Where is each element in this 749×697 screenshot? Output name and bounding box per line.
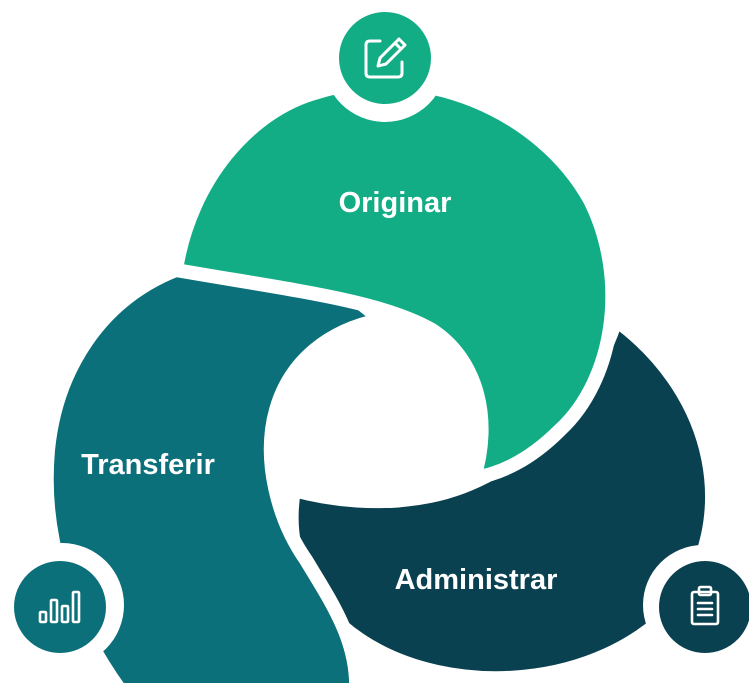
- segment-administrar-label: Administrar: [395, 564, 558, 596]
- center-hole: [302, 332, 478, 508]
- originar-badge-fill: [339, 12, 431, 104]
- segment-transferir-label: Transferir: [81, 449, 215, 481]
- administrar-icon-badge: [643, 545, 749, 665]
- segment-originar: Originar: [168, 75, 620, 487]
- segment-transferir-shape: [39, 255, 395, 697]
- bar-chart-icon: [38, 590, 81, 624]
- clipboard-icon: [690, 585, 720, 626]
- transferir-icon-badge: [0, 543, 124, 667]
- segment-transferir: Transferir: [39, 255, 395, 697]
- edit-square-icon: [364, 37, 407, 79]
- originar-icon-badge: [323, 0, 447, 122]
- segment-originar-shape: [168, 75, 620, 487]
- segment-originar-label: Originar: [339, 187, 452, 219]
- transferir-badge-fill: [14, 561, 106, 653]
- administrar-badge-fill: [659, 561, 749, 653]
